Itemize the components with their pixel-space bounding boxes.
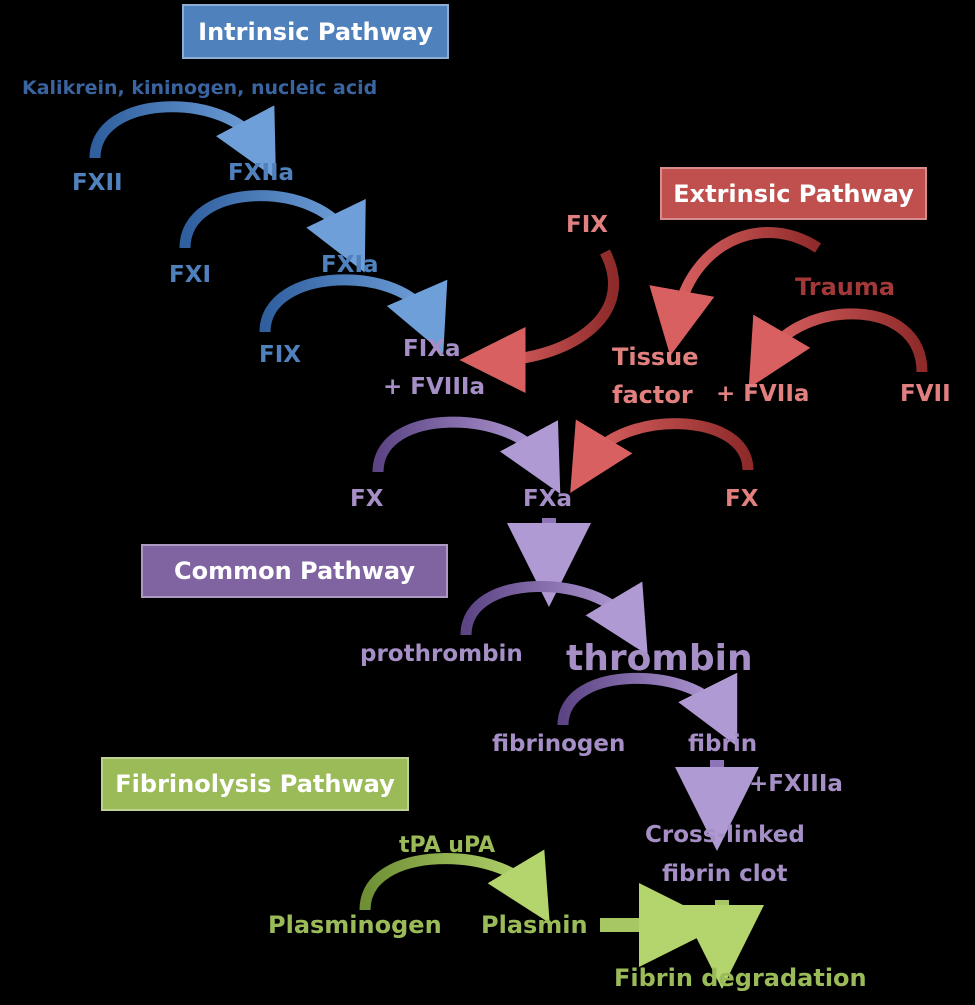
arrow-trauma-to-tissue-factor bbox=[649, 227, 822, 356]
arrow-fxii-to-fxiia bbox=[89, 101, 277, 180]
arrow-prothrombin-to-thrombin bbox=[460, 581, 648, 656]
intrinsic-activators-label: Kalikrein, kininogen, nucleic acid bbox=[22, 77, 378, 99]
fxiia-label: FXIIa bbox=[228, 160, 295, 186]
fxiiia-label: +FXIIIa bbox=[749, 771, 843, 797]
tissue-label: Tissue bbox=[612, 343, 699, 371]
crosslinked-label-line2: fibrin clot bbox=[662, 861, 788, 887]
intrinsic-pathway-title: Intrinsic Pathway bbox=[182, 4, 449, 59]
fx-common-label: FX bbox=[350, 486, 384, 512]
fviia-label: + FVIIa bbox=[716, 381, 810, 407]
fixa-label: FIXa bbox=[403, 336, 461, 362]
plasmin-label: Plasmin bbox=[481, 911, 588, 939]
arrow-fibrinogen-to-fibrin bbox=[557, 672, 738, 747]
arrow-plasminogen-to-plasmin bbox=[359, 849, 550, 924]
arrow-fix-to-fixa bbox=[259, 274, 448, 354]
thrombin-label: thrombin bbox=[566, 638, 753, 679]
fibrin-degradation-label: Fibrin degradation bbox=[614, 964, 867, 992]
fxia-label: FXIa bbox=[321, 252, 379, 278]
crosslinked-label-line1: Cross-linked bbox=[645, 822, 805, 848]
arrow-fix-to-fixa-extrinsic bbox=[459, 249, 619, 393]
trauma-label: Trauma bbox=[795, 273, 896, 301]
arrow-fxi-to-fxia bbox=[179, 190, 366, 273]
arrow-fvii-to-fviia bbox=[748, 308, 928, 389]
plasminogen-label: Plasminogen bbox=[268, 911, 442, 939]
fix-extrinsic-label: FIX bbox=[566, 212, 609, 238]
extrinsic-pathway-title: Extrinsic Pathway bbox=[660, 167, 927, 220]
arrow-fx-to-fxa-extrinsic bbox=[570, 418, 754, 493]
fix-intrinsic-label: FIX bbox=[259, 342, 302, 368]
fibrinolysis-activators-label: tPA uPA bbox=[399, 833, 496, 858]
prothrombin-label: prothrombin bbox=[360, 641, 523, 667]
fibrin-label: fibrin bbox=[688, 731, 758, 757]
factor-label: factor bbox=[612, 381, 693, 409]
common-pathway-title: Common Pathway bbox=[141, 544, 448, 598]
fx-extrinsic-label: FX bbox=[725, 486, 759, 512]
fvii-label: FVII bbox=[900, 381, 951, 407]
fxii-label: FXII bbox=[72, 170, 123, 196]
fibrinogen-label: fibrinogen bbox=[492, 731, 626, 757]
fviiia-label: + FVIIIa bbox=[383, 374, 485, 400]
fxi-label: FXI bbox=[169, 262, 212, 288]
arrow-fx-to-fxa bbox=[372, 416, 561, 494]
fxa-label: FXa bbox=[523, 486, 572, 512]
fibrinolysis-pathway-title: Fibrinolysis Pathway bbox=[101, 757, 409, 811]
